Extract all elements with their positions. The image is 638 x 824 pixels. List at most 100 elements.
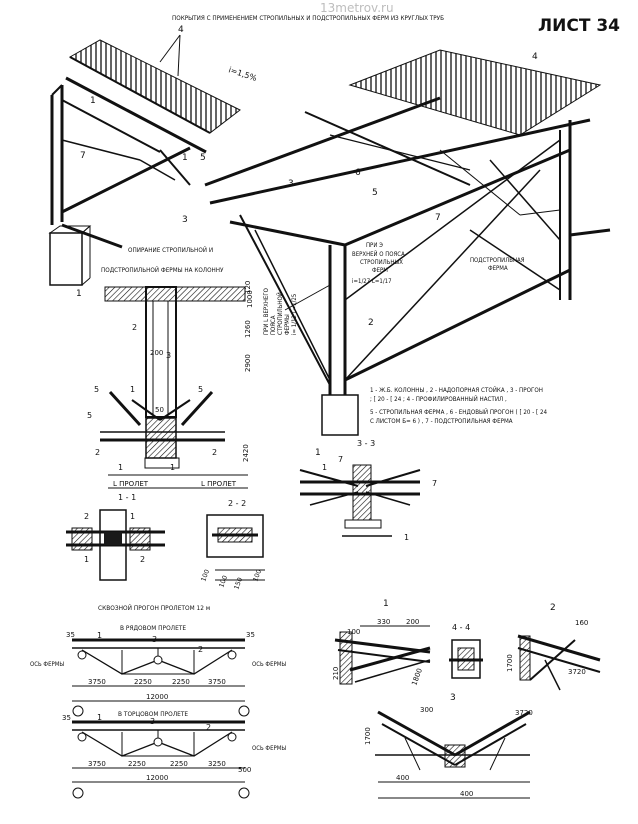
svg-text:С ЛИСТОМ Б= 6 ) , 7 - ПОДСТР: С ЛИСТОМ Б= 6 ) , 7 - ПОДСТРОПИЛЬНАЯ ФЕР… bbox=[370, 418, 513, 425]
iso-left-callout-5: 5 bbox=[200, 153, 206, 163]
purlin1-dim-12000: 12000 bbox=[146, 693, 168, 701]
detail-3-dim-3720: 3720 bbox=[515, 709, 533, 717]
detail-4-4-drawing bbox=[449, 639, 483, 679]
section-3-3-title: 3 - 3 bbox=[357, 439, 375, 448]
svg-text:СТРОПИЛЬНЫХ: СТРОПИЛЬНЫХ bbox=[360, 259, 403, 266]
iso-left-callout-1b: 1 bbox=[182, 153, 188, 163]
purlin-elevation-1 bbox=[72, 638, 245, 702]
iso-left-callout-1c: 1 bbox=[76, 289, 82, 299]
support-label-1: 1 bbox=[130, 385, 135, 394]
iso-main-callout-3: 3 bbox=[288, 179, 294, 189]
iso-left-callout-7: 7 bbox=[80, 151, 86, 161]
svg-text:i= 1/12 L=1/25: i= 1/12 L=1/25 bbox=[291, 294, 298, 335]
detail-2-title: 2 bbox=[550, 603, 556, 613]
detail-2-dim-3720: 3720 bbox=[568, 668, 586, 676]
watermark: 13metrov.ru bbox=[320, 1, 394, 15]
section-3-3-label-1b: 1 bbox=[404, 533, 409, 542]
iso-left-slope: i=1,5% bbox=[227, 65, 258, 83]
purlin-sub-1: В РЯДОВОМ ПРОЛЕТЕ bbox=[120, 624, 186, 632]
svg-text:ПРИ L ВЕРХНЕГО: ПРИ L ВЕРХНЕГО bbox=[263, 288, 270, 335]
support-label-3: 3 bbox=[166, 351, 171, 360]
detail-1-dim-330: 330 bbox=[377, 618, 390, 626]
support-dim-2420: 2420 bbox=[242, 444, 250, 462]
support-label-5a: 5 bbox=[94, 385, 99, 394]
detail-4-4-title: 4 - 4 bbox=[452, 623, 470, 632]
purlin1-dim-3750b: 3750 bbox=[208, 678, 226, 686]
support-label-2c: 2 bbox=[212, 448, 217, 457]
svg-text:i=1/27 L=1/17: i=1/27 L=1/17 bbox=[352, 278, 392, 285]
section-2-2-dim-a: 100 bbox=[199, 568, 211, 582]
purlin-axis-2: ОСЬ ФЕРМЫ bbox=[252, 745, 286, 752]
detail-1-dim-200: 200 bbox=[406, 618, 419, 626]
support-dim-200: 200 bbox=[150, 349, 163, 357]
support-detail-drawing bbox=[100, 286, 248, 489]
section-2-2-drawing bbox=[206, 514, 265, 581]
detail-3-dim-400b: 400 bbox=[460, 790, 473, 798]
section-3-3-label-7b: 7 bbox=[432, 479, 437, 488]
purlin2-dim-500: 500 bbox=[238, 766, 251, 774]
sheet-number: ЛИСТ 34 bbox=[538, 16, 620, 36]
section-3-3-drawing bbox=[299, 464, 421, 537]
section-1-1-title: 1 - 1 bbox=[118, 493, 136, 502]
section-1-1-label-d: 2 bbox=[140, 555, 145, 564]
detail-2-drawing bbox=[517, 634, 601, 691]
support-label-5b: 5 bbox=[87, 411, 92, 420]
iso-main-callout-7: 7 bbox=[435, 213, 441, 223]
support-dim-120: 120 bbox=[244, 281, 252, 294]
section-2-2-dim-b: 100 bbox=[217, 574, 229, 588]
purlin2-label-3: 3 bbox=[150, 717, 155, 726]
section-1-1-drawing bbox=[66, 509, 165, 581]
iso-left-callout-3: 3 bbox=[182, 215, 188, 225]
detail-1-title: 1 bbox=[383, 599, 389, 609]
iso-main-callout-4: 4 bbox=[532, 52, 538, 62]
purlin1-dim-35a: 35 bbox=[66, 631, 75, 639]
detail-1-dim-100: 100 bbox=[347, 628, 360, 636]
purlin-elevation-2 bbox=[72, 720, 245, 783]
iso-main-dim-2900: 2900 bbox=[244, 354, 252, 372]
detail-3-dim-400a: 400 bbox=[396, 774, 409, 782]
section-1-1-label-c: 1 bbox=[84, 555, 89, 564]
support-dim-50: 50 bbox=[155, 406, 164, 414]
svg-text:ВЕРХНЕЙ О ПОЯСА: ВЕРХНЕЙ О ПОЯСА bbox=[352, 251, 405, 258]
purlin2-dim-12000: 12000 bbox=[146, 774, 168, 782]
iso-main-truss-label: ПОДСТРОПИЛЬНАЯ ФЕРМА bbox=[470, 257, 525, 272]
purlin2-dim-2250b: 2250 bbox=[170, 760, 188, 768]
purlin1-dim-35b: 35 bbox=[246, 631, 255, 639]
purlin1-label-3: 3 bbox=[152, 635, 157, 644]
purlin-sub-2: В ТОРЦОВОМ ПРОЛЕТЕ bbox=[118, 710, 188, 718]
purlin1-dim-3750a: 3750 bbox=[88, 678, 106, 686]
support-label-5c: 5 bbox=[198, 385, 203, 394]
iso-main-drawing bbox=[204, 49, 611, 436]
svg-text:5 - СТРОПИЛЬНАЯ ФЕРМА , 6 -: 5 - СТРОПИЛЬНАЯ ФЕРМА , 6 - ЕНДОВЫЙ ПРОГ… bbox=[370, 407, 547, 416]
svg-text:ПОДСТРОПИЛЬНАЯ: ПОДСТРОПИЛЬНАЯ bbox=[470, 257, 525, 264]
purlin1-label-2: 2 bbox=[198, 645, 203, 654]
detail-3-drawing bbox=[375, 710, 531, 799]
purlin1-dim-2250b: 2250 bbox=[172, 678, 190, 686]
detail-2-dim-1700: 1700 bbox=[506, 654, 514, 672]
detail-3-dim-300: 300 bbox=[420, 706, 433, 714]
section-3-3-label-7a: 7 bbox=[338, 455, 343, 464]
svg-text:ФЕРМА: ФЕРМА bbox=[488, 265, 508, 272]
purlin2-dim-3750: 3750 bbox=[88, 760, 106, 768]
purlin-axis-1a: ОСЬ ФЕРМЫ bbox=[30, 661, 64, 668]
section-2-2-dim-c: 100 bbox=[251, 568, 263, 582]
svg-text:СТРОПИЛЬНОЙ: СТРОПИЛЬНОЙ bbox=[277, 292, 284, 335]
support-span-left: L ПРОЛЕТ bbox=[113, 480, 149, 488]
iso-left-drawing bbox=[48, 39, 241, 286]
purlin2-label-1: 1 bbox=[97, 713, 102, 722]
detail-1-dim-210: 210 bbox=[332, 667, 340, 680]
purlin2-dim-2250a: 2250 bbox=[128, 760, 146, 768]
iso-main-dim-1000: 1000 bbox=[246, 290, 254, 308]
svg-text:1 - Ж.Б. КОЛОННЫ , 2 - НАДОП: 1 - Ж.Б. КОЛОННЫ , 2 - НАДОПОРНАЯ СТОЙКА… bbox=[370, 385, 543, 394]
iso-main-callout-2: 2 bbox=[368, 318, 374, 328]
support-span-right: L ПРОЛЕТ bbox=[201, 480, 237, 488]
purlin-axis-1b: ОСЬ ФЕРМЫ bbox=[252, 661, 286, 668]
purlin-title: СКВОЗНОЙ ПРОГОН ПРОЛЕТОМ 12 м bbox=[98, 603, 210, 612]
svg-text:ПОЯСА: ПОЯСА bbox=[270, 315, 277, 335]
detail-2-dim-160: 160 bbox=[575, 619, 588, 627]
svg-text:ПОДСТРОПИЛЬНОЙ ФЕРМЫ НА КОЛОНН: ПОДСТРОПИЛЬНОЙ ФЕРМЫ НА КОЛОННУ bbox=[101, 265, 224, 274]
svg-text:ПРИ Э: ПРИ Э bbox=[366, 242, 383, 249]
detail-3-title: 3 bbox=[450, 693, 456, 703]
support-label-1c: 1 bbox=[170, 463, 175, 472]
